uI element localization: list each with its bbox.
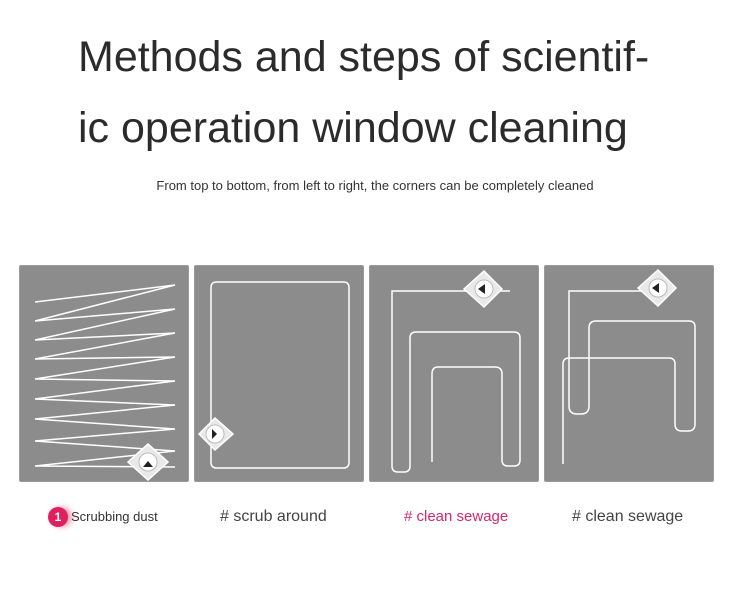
perimeter-path-diagram [197,281,350,469]
zigzag-path-diagram [34,284,176,481]
step-2-panel [194,265,364,482]
title-line-1: Methods and steps of scientif- [78,33,650,81]
window-cleaner-icon [197,416,235,452]
step-1-label: Scrubbing dust [71,509,158,524]
title-line-2: ic operation window cleaning [78,104,628,152]
window-cleaner-icon [636,268,678,308]
step-2-label: # scrub around [220,508,327,525]
step-number-badge: 1 [48,507,68,527]
step-1-panel [19,265,189,482]
step-4-panel [544,265,714,482]
page-title: Methods and steps of scientif- ic operat… [78,22,698,164]
window-cleaner-icon [126,442,170,481]
serpentine-path-diagram-1 [391,269,521,473]
serpentine-path-diagram-2 [562,268,696,464]
subtitle: From top to bottom, from left to right, … [156,178,594,193]
window-cleaner-icon [462,269,504,309]
step-3-label: # clean sewage [404,508,509,525]
step-3-panel [369,265,539,482]
step-4-label: # clean sewage [572,508,684,525]
